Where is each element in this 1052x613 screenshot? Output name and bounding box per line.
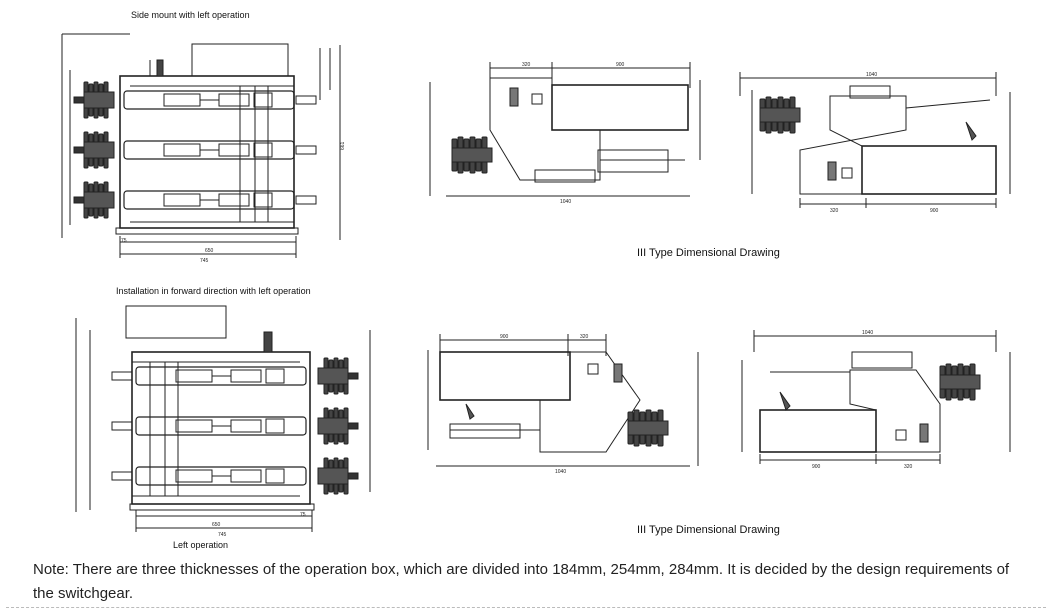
dim-top-front-left: 75 xyxy=(121,238,127,244)
dim-top-front-width: 745 xyxy=(200,258,209,264)
dim-bot-side-a-bottom: 1040 xyxy=(555,469,566,475)
dim-top-front-height: 661 xyxy=(340,141,346,150)
caption-side-mount: Side mount with left operation xyxy=(131,10,250,20)
side-view-top-b xyxy=(739,72,1011,208)
dim-bot-side-a-1: 900 xyxy=(500,334,509,340)
side-view-top-a xyxy=(429,62,701,197)
caption-forward-install: Installation in forward direction with l… xyxy=(116,286,311,296)
caption-type-drawing-bottom: III Type Dimensional Drawing xyxy=(637,524,780,536)
dim-bot-side-b-top: 1040 xyxy=(862,330,873,336)
drawing-sheet xyxy=(6,4,1046,608)
dim-bot-front-width: 745 xyxy=(218,532,227,538)
dim-bot-front-right: 75 xyxy=(300,512,306,518)
dim-top-side-a-1: 320 xyxy=(522,62,531,68)
dim-top-side-b-2: 900 xyxy=(930,208,939,214)
front-view-bottom xyxy=(75,305,371,532)
dim-top-side-b-top: 1040 xyxy=(866,72,877,78)
caption-type-drawing-top: III Type Dimensional Drawing xyxy=(637,247,780,259)
side-view-bottom-b xyxy=(741,330,1011,464)
front-view-top xyxy=(61,33,341,258)
dim-top-side-a-bottom: 1040 xyxy=(560,199,571,205)
dim-top-front-inner: 650 xyxy=(205,248,214,254)
dim-bot-front-inner: 650 xyxy=(212,522,221,528)
dim-bot-side-a-2: 320 xyxy=(580,334,589,340)
dim-bot-side-b-2: 320 xyxy=(904,464,913,470)
dim-bot-side-b-1: 900 xyxy=(812,464,821,470)
dim-top-side-b-1: 320 xyxy=(830,208,839,214)
dim-top-side-a-2: 900 xyxy=(616,62,625,68)
side-view-bottom-a xyxy=(427,334,699,467)
caption-left-operation: Left operation xyxy=(173,540,229,550)
note-text: Note: There are three thicknesses of the… xyxy=(33,561,1010,602)
